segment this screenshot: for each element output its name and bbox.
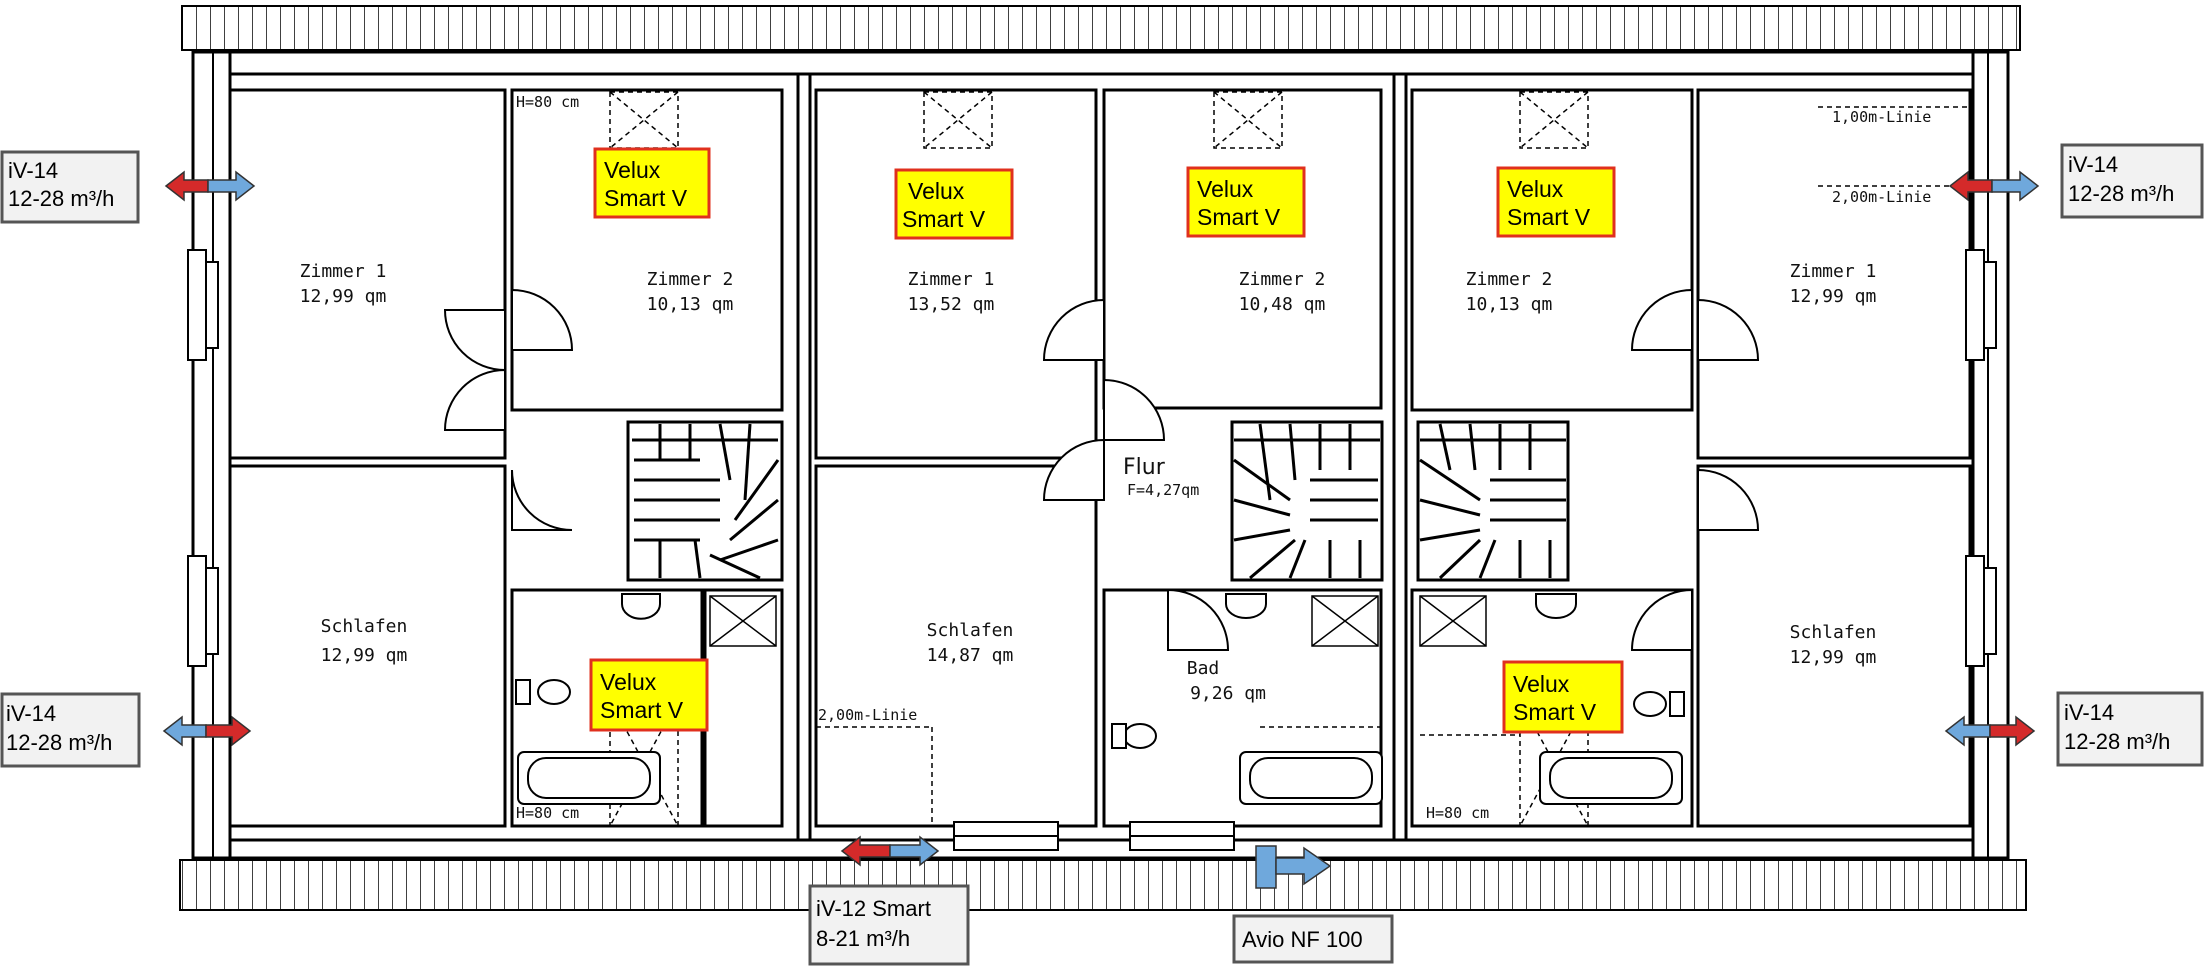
room-area: 10,13 qm xyxy=(1466,294,1553,315)
device-model: iV-14 xyxy=(6,701,56,726)
room-name: Zimmer 2 xyxy=(1466,269,1553,290)
velux-box: Velux Smart V xyxy=(1502,660,1624,734)
room-name: Schlafen xyxy=(321,616,408,637)
shower-trays xyxy=(709,595,1487,647)
velux-label-line1: Velux xyxy=(604,157,661,183)
arrow-avio xyxy=(1255,845,1332,889)
velux-label-line2: Smart V xyxy=(902,206,986,232)
staircase-right xyxy=(1419,423,1566,580)
door-swings xyxy=(443,288,1760,651)
room-area: 14,87 qm xyxy=(927,645,1014,666)
room-name: Bad xyxy=(1187,658,1220,679)
room-area: 13,52 qm xyxy=(908,294,995,315)
room-name: Zimmer 2 xyxy=(647,269,734,290)
velux-label-line1: Velux xyxy=(908,178,965,204)
ceiling-line-note: 1,00m-Linie xyxy=(1832,108,1931,126)
side-windows xyxy=(187,249,1997,667)
bathroom-fixtures xyxy=(515,593,1685,805)
left-house-walls xyxy=(228,88,784,828)
airflow-arrows xyxy=(162,170,2040,889)
velux-box: Velux Smart V xyxy=(1496,166,1616,238)
device-model: iV-14 xyxy=(8,158,58,183)
velux-label-line2: Smart V xyxy=(1197,204,1281,230)
annotation-labels: H=80 cm H=80 cm H=80 cm 1,00m-Linie 2,00… xyxy=(516,93,1931,822)
device-flow: 12-28 m³/h xyxy=(2068,181,2174,206)
device-labels: iV-14 12-28 m³/h iV-14 12-28 m³/h iV-14 … xyxy=(0,143,2204,966)
velux-label-line2: Smart V xyxy=(604,185,688,211)
velux-label-line1: Velux xyxy=(1507,176,1564,202)
velux-label-line2: Smart V xyxy=(600,697,684,723)
height-note: H=80 cm xyxy=(516,804,579,822)
room-labels: Zimmer 1 12,99 qm Zimmer 2 10,13 qm Schl… xyxy=(300,261,1877,704)
arrow-pair-right-top xyxy=(1948,170,2040,202)
arrow-pair-right-bottom xyxy=(1944,715,2036,747)
room-name: Schlafen xyxy=(1790,622,1877,643)
roof-strip-top xyxy=(181,5,2021,51)
room-name: Zimmer 2 xyxy=(1239,269,1326,290)
outer-walls xyxy=(191,50,2010,860)
velux-box: Velux Smart V xyxy=(1186,166,1306,238)
velux-box: Velux Smart V xyxy=(589,658,709,732)
room-name: Zimmer 1 xyxy=(300,261,387,282)
room-name: Zimmer 1 xyxy=(908,269,995,290)
ceiling-line-note: 2,00m-Linie xyxy=(1832,188,1931,206)
device-box-iv14-left-bottom: iV-14 12-28 m³/h xyxy=(0,692,141,768)
height-note: H=80 cm xyxy=(516,93,579,111)
ceiling-line-note: 2,00m-Linie xyxy=(818,706,917,724)
velux-label-line2: Smart V xyxy=(1507,204,1591,230)
device-model: iV-14 xyxy=(2068,152,2118,177)
device-flow: 12-28 m³/h xyxy=(2064,729,2170,754)
room-area: F=4,27qm xyxy=(1127,481,1199,499)
bottom-windows xyxy=(953,821,1235,851)
device-model: iV-12 Smart xyxy=(816,896,931,921)
device-flow: 12-28 m³/h xyxy=(8,186,114,211)
room-name: Schlafen xyxy=(927,620,1014,641)
room-name: Flur xyxy=(1123,455,1166,480)
device-box-iv14-left-top: iV-14 12-28 m³/h xyxy=(0,150,140,224)
device-box-iv14-right-top: iV-14 12-28 m³/h xyxy=(2060,143,2204,219)
velux-label-line1: Velux xyxy=(1197,176,1254,202)
room-area: 12,99 qm xyxy=(1790,647,1877,668)
roof-strip-bottom xyxy=(179,859,2027,911)
staircase-middle xyxy=(1233,423,1380,580)
arrow-pair-left-bottom xyxy=(162,715,252,747)
device-box-avio: Avio NF 100 xyxy=(1232,914,1394,964)
party-walls xyxy=(796,74,1408,840)
device-box-iv12: iV-12 Smart 8-21 m³/h xyxy=(808,884,970,966)
staircase-left xyxy=(632,423,780,580)
velux-label-line1: Velux xyxy=(1513,671,1570,697)
room-area: 12,99 qm xyxy=(1790,286,1877,307)
velux-boxes: Velux Smart V Velux Smart V Velux Smart … xyxy=(589,147,1624,734)
device-flow: 12-28 m³/h xyxy=(6,730,112,755)
room-area: 9,26 qm xyxy=(1190,683,1266,704)
velux-box: Velux Smart V xyxy=(894,168,1014,240)
device-flow: 8-21 m³/h xyxy=(816,926,910,951)
room-area: 10,48 qm xyxy=(1239,294,1326,315)
room-name: Zimmer 1 xyxy=(1790,261,1877,282)
device-model: Avio NF 100 xyxy=(1242,927,1363,952)
room-area: 10,13 qm xyxy=(647,294,734,315)
velux-label-line1: Velux xyxy=(600,669,657,695)
room-area: 12,99 qm xyxy=(321,645,408,666)
arrow-pair-bottom-iv12 xyxy=(840,835,940,867)
device-model: iV-14 xyxy=(2064,700,2114,725)
room-area: 12,99 qm xyxy=(300,286,387,307)
velux-box: Velux Smart V xyxy=(593,147,711,219)
device-box-iv14-right-bottom: iV-14 12-28 m³/h xyxy=(2056,691,2204,767)
velux-label-line2: Smart V xyxy=(1513,699,1597,725)
height-note: H=80 cm xyxy=(1426,804,1489,822)
arrow-pair-left-top xyxy=(164,170,256,202)
